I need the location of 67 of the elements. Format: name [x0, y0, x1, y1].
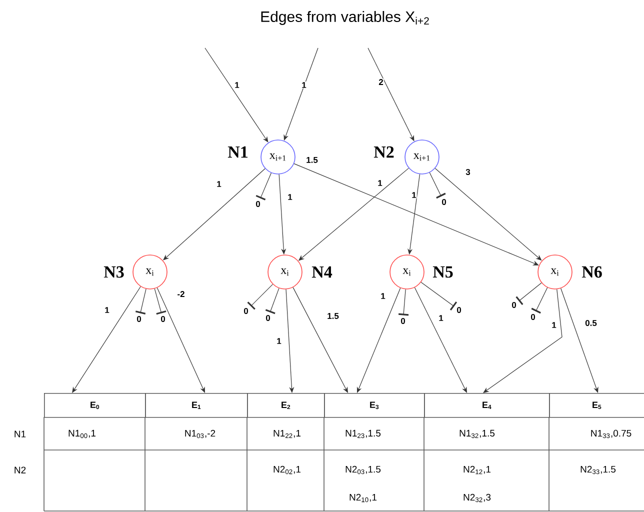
table-cell: N2$_{32}$,3 [464, 494, 491, 502]
edge-label: -2 [176, 290, 186, 298]
edge-label: 1 [104, 306, 110, 314]
edge-label: 1 [216, 180, 222, 188]
terminal-value: 0 [512, 302, 516, 308]
table-cell: N1$_{03}$,-2 [185, 430, 216, 438]
arrow [356, 288, 401, 393]
table-cell: N1$_{23}$,1.5 [346, 430, 381, 438]
table-cell: N1$_{32}$,1.5 [460, 430, 495, 438]
table-header-cell: E$_{5}$ [549, 393, 644, 418]
terminal-value: 0 [442, 199, 446, 205]
table-header-cell: E$_{3}$ [324, 393, 425, 418]
arrow [72, 286, 141, 393]
edge-label: 1 [551, 322, 557, 328]
table-cell: N2$_{02}$,1 [274, 466, 301, 474]
bar-ended-line [154, 288, 166, 315]
arrow [294, 163, 539, 266]
arrow [156, 288, 205, 393]
edge-label: 1 [411, 192, 417, 198]
bar-ended-line [256, 172, 272, 200]
arrow [286, 289, 294, 393]
edge-label: 1.5 [326, 312, 340, 320]
table-header-cell: E$_{4}$ [424, 393, 550, 418]
node-name: N1 [228, 146, 248, 158]
arrow [292, 287, 348, 393]
table-cell: N2$_{10}$,1 [350, 494, 377, 502]
bar-ended-line [247, 284, 273, 310]
table-cell: N1$_{22}$,1 [274, 430, 301, 438]
terminal-value: 0 [266, 315, 270, 321]
row-label: N1 [14, 430, 26, 438]
arrow [560, 288, 598, 393]
node-name: N5 [432, 266, 453, 278]
edge-label: 1 [276, 338, 282, 344]
table-cell: N2$_{33}$,1.5 [580, 466, 616, 474]
edge-label: 1 [287, 194, 293, 200]
terminal-value: 0 [256, 201, 260, 207]
terminal-value: 0 [400, 318, 406, 324]
arrow [368, 48, 414, 142]
table-header-cell: E$_{1}$ [145, 393, 248, 418]
edge-label: 1 [377, 180, 383, 186]
table-header-cell: E$_{0}$ [44, 393, 146, 418]
row-label: N2 [14, 466, 26, 474]
table-cell: N2$_{03}$,1.5 [346, 466, 381, 474]
edge-label: 2 [378, 78, 384, 86]
terminal-value: 0 [530, 314, 536, 320]
edge-label: 3 [465, 168, 471, 176]
bar-ended-line [516, 282, 542, 305]
terminal-value: 0 [136, 316, 142, 322]
node-name: N3 [104, 266, 124, 278]
edge-label: 1 [380, 292, 386, 300]
terminal-value: 0 [456, 307, 462, 313]
node-name: N4 [312, 266, 332, 278]
title: Edges from variables X$_{i+2}$ [261, 11, 429, 25]
edge-label: 1 [234, 82, 240, 88]
terminal-value: 0 [160, 316, 166, 322]
terminal-value: 0 [244, 308, 248, 314]
edge-label: 1 [301, 82, 307, 88]
table-cell: N1$_{33}$,0.75 [591, 430, 632, 438]
arrow [483, 289, 562, 393]
table-header-cell: E$_{2}$ [247, 393, 325, 418]
edge-label: 1.5 [306, 156, 318, 164]
table-cell: N2$_{12}$,1 [464, 466, 491, 474]
node-name: N6 [582, 266, 602, 278]
edge-label: 0.5 [584, 320, 598, 327]
table-cell: N1$_{00}$,1 [68, 430, 96, 438]
edge-label: 1 [438, 314, 444, 322]
node-name: N2 [374, 146, 394, 158]
